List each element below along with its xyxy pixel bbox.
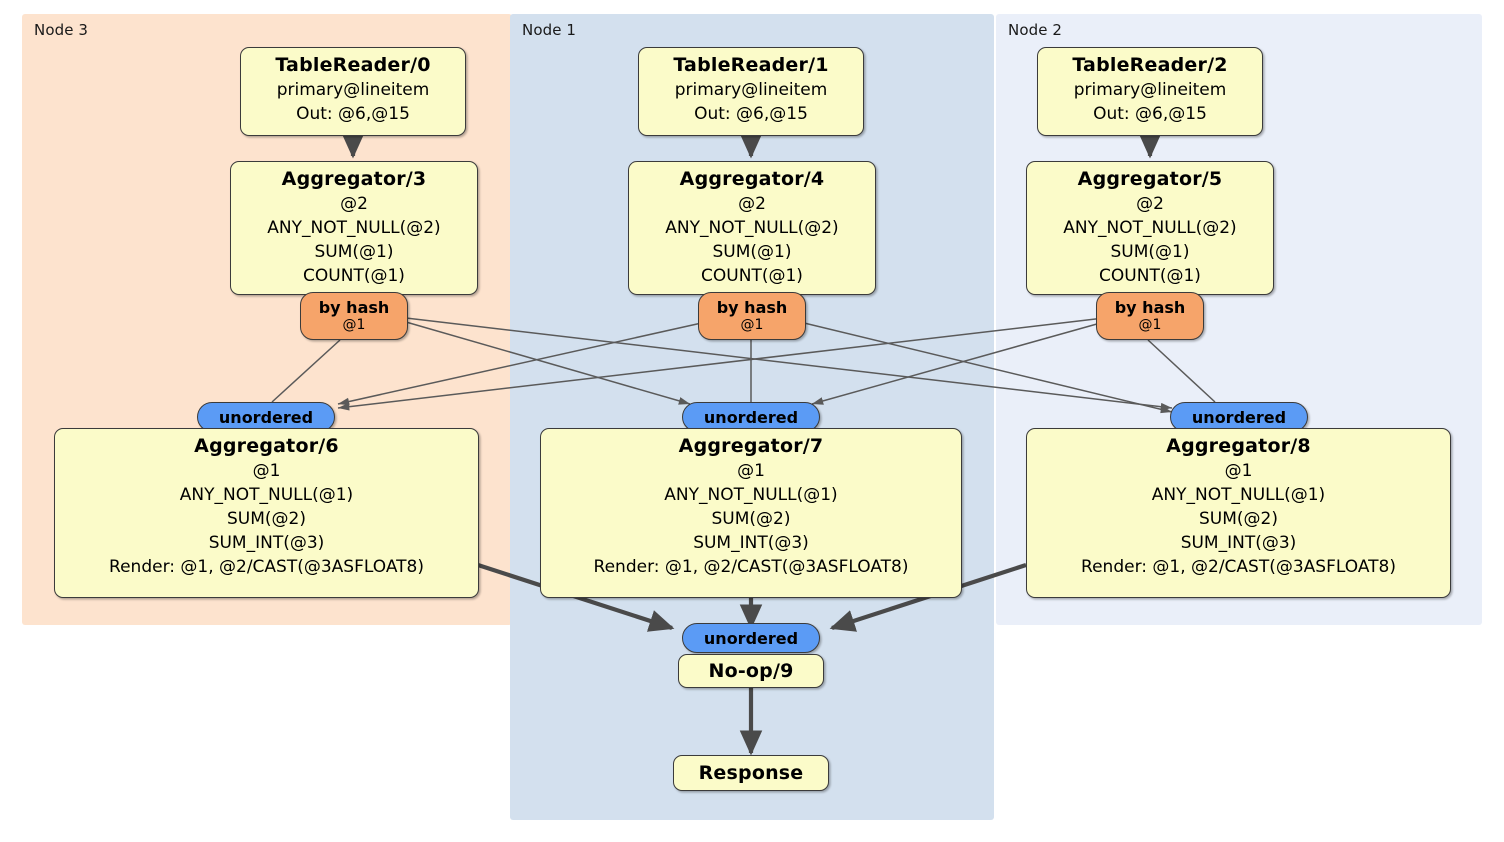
processor-aggregator-4[interactable]: Aggregator/4 @2 ANY_NOT_NULL(@2) SUM(@1)… xyxy=(628,161,876,295)
processor-aggregator-5[interactable]: Aggregator/5 @2 ANY_NOT_NULL(@2) SUM(@1)… xyxy=(1026,161,1274,295)
router-by-hash-5[interactable]: by hash @1 xyxy=(1096,292,1204,340)
processor-detail-groupby: @2 xyxy=(738,194,766,214)
processor-detail-render: Render: @1, @2/CAST(@3ASFLOAT8) xyxy=(109,557,424,577)
processor-detail-out: Out: @6,@15 xyxy=(296,104,410,124)
processor-detail-agg-1: ANY_NOT_NULL(@1) xyxy=(1151,485,1326,505)
processor-title: Aggregator/4 xyxy=(679,168,825,190)
processor-title: TableReader/2 xyxy=(1072,54,1228,76)
processor-detail-source: primary@lineitem xyxy=(1073,80,1227,100)
processor-detail-agg-2: SUM(@2) xyxy=(711,509,791,529)
processor-detail-agg-3: SUM_INT(@3) xyxy=(693,533,809,553)
processor-detail-agg-3: SUM_INT(@3) xyxy=(208,533,325,553)
processor-aggregator-3[interactable]: Aggregator/3 @2 ANY_NOT_NULL(@2) SUM(@1)… xyxy=(230,161,478,295)
processor-detail-out: Out: @6,@15 xyxy=(1093,104,1207,124)
processor-title: Aggregator/6 xyxy=(194,435,339,457)
processor-detail-agg-2: SUM(@1) xyxy=(712,242,792,262)
processor-detail-agg-2: SUM(@1) xyxy=(1110,242,1190,262)
processor-detail-agg-3: COUNT(@1) xyxy=(701,266,803,286)
stream-unordered-final[interactable]: unordered xyxy=(682,623,820,653)
processor-table-reader-0[interactable]: TableReader/0 primary@lineitem Out: @6,@… xyxy=(240,47,466,136)
processor-table-reader-2[interactable]: TableReader/2 primary@lineitem Out: @6,@… xyxy=(1037,47,1263,136)
processor-noop-9[interactable]: No-op/9 xyxy=(678,654,824,688)
router-key: @1 xyxy=(740,317,764,333)
processor-detail-render: Render: @1, @2/CAST(@3ASFLOAT8) xyxy=(1081,557,1396,577)
stream-unordered-left[interactable]: unordered xyxy=(197,402,335,432)
processor-title: TableReader/1 xyxy=(673,54,829,76)
processor-response[interactable]: Response xyxy=(673,755,829,791)
processor-detail-agg-3: SUM_INT(@3) xyxy=(1180,533,1297,553)
stream-label: unordered xyxy=(1191,407,1287,427)
processor-title: Aggregator/8 xyxy=(1166,435,1311,457)
processor-detail-agg-1: ANY_NOT_NULL(@2) xyxy=(665,218,839,238)
stream-label: unordered xyxy=(703,628,799,648)
panel-node-3-label: Node 3 xyxy=(34,21,89,39)
router-by-hash-4[interactable]: by hash @1 xyxy=(698,292,806,340)
panel-node-1-label: Node 1 xyxy=(522,21,577,39)
processor-title: Response xyxy=(698,762,804,784)
processor-aggregator-7[interactable]: Aggregator/7 @1 ANY_NOT_NULL(@1) SUM(@2)… xyxy=(540,428,962,598)
processor-detail-groupby: @1 xyxy=(1224,461,1253,481)
stream-label: unordered xyxy=(218,407,314,427)
processor-title: TableReader/0 xyxy=(275,54,431,76)
processor-detail-groupby: @2 xyxy=(1136,194,1164,214)
processor-detail-out: Out: @6,@15 xyxy=(694,104,808,124)
processor-detail-render: Render: @1, @2/CAST(@3ASFLOAT8) xyxy=(593,557,909,577)
processor-detail-agg-1: ANY_NOT_NULL(@1) xyxy=(664,485,838,505)
stream-label: unordered xyxy=(703,407,799,427)
processor-detail-agg-2: SUM(@1) xyxy=(314,242,394,262)
processor-detail-agg-1: ANY_NOT_NULL(@1) xyxy=(179,485,354,505)
router-title: by hash xyxy=(318,298,390,317)
processor-detail-agg-2: SUM(@2) xyxy=(1199,509,1278,529)
processor-detail-agg-1: ANY_NOT_NULL(@2) xyxy=(1063,218,1237,238)
processor-detail-agg-1: ANY_NOT_NULL(@2) xyxy=(267,218,441,238)
processor-detail-groupby: @1 xyxy=(737,461,765,481)
router-key: @1 xyxy=(1138,317,1162,333)
processor-aggregator-8[interactable]: Aggregator/8 @1 ANY_NOT_NULL(@1) SUM(@2)… xyxy=(1026,428,1451,598)
processor-title: Aggregator/5 xyxy=(1077,168,1223,190)
processor-detail-source: primary@lineitem xyxy=(674,80,828,100)
router-title: by hash xyxy=(716,298,788,317)
router-by-hash-3[interactable]: by hash @1 xyxy=(300,292,408,340)
processor-detail-agg-3: COUNT(@1) xyxy=(303,266,405,286)
processor-detail-groupby: @2 xyxy=(340,194,368,214)
processor-detail-groupby: @1 xyxy=(252,461,281,481)
router-key: @1 xyxy=(342,317,366,333)
processor-title: Aggregator/7 xyxy=(678,435,824,457)
panel-node-2-label: Node 2 xyxy=(1008,21,1063,39)
processor-table-reader-1[interactable]: TableReader/1 primary@lineitem Out: @6,@… xyxy=(638,47,864,136)
router-title: by hash xyxy=(1114,298,1186,317)
processor-detail-source: primary@lineitem xyxy=(276,80,430,100)
processor-detail-agg-2: SUM(@2) xyxy=(227,509,306,529)
stream-unordered-center[interactable]: unordered xyxy=(682,402,820,432)
processor-title: Aggregator/3 xyxy=(281,168,427,190)
processor-title: No-op/9 xyxy=(708,660,794,682)
processor-aggregator-6[interactable]: Aggregator/6 @1 ANY_NOT_NULL(@1) SUM(@2)… xyxy=(54,428,479,598)
processor-detail-agg-3: COUNT(@1) xyxy=(1099,266,1201,286)
